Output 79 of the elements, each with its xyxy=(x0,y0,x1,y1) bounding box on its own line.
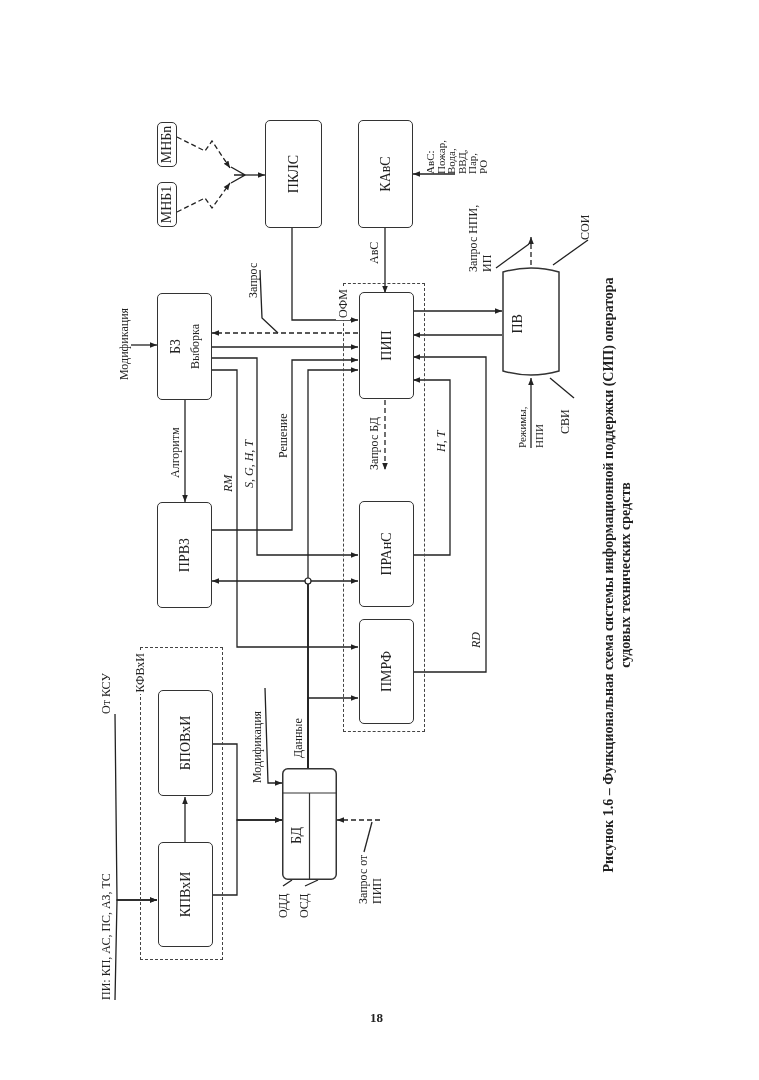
arrow xyxy=(528,236,534,266)
arrow xyxy=(211,369,359,650)
signal-label: АвС: Пожар, Вода, ВВД, Пар, РО xyxy=(425,140,489,174)
group-label: ОФМ xyxy=(336,287,350,320)
leader-line xyxy=(549,377,575,399)
process-box xyxy=(158,690,213,796)
arrow xyxy=(412,171,456,177)
signal-label: СВИ xyxy=(558,408,572,434)
arrow xyxy=(412,354,487,673)
arrow xyxy=(245,172,266,178)
leader-line xyxy=(259,269,279,334)
block-label: БД xyxy=(289,826,305,844)
process-box xyxy=(359,501,414,607)
process-box xyxy=(265,120,322,228)
block-label: ПИП xyxy=(378,330,395,361)
edge-label: Данные xyxy=(292,718,305,758)
block-label: ПКЛС xyxy=(285,154,302,194)
leader-line xyxy=(552,239,589,266)
radio-link-arrow xyxy=(176,182,231,213)
block-label: КПВхИ xyxy=(177,871,194,918)
edge-label: Запрос БД xyxy=(368,417,381,470)
edge-label: Решение xyxy=(277,413,290,458)
block-label: ПВ xyxy=(510,314,526,334)
edge-label: RM xyxy=(222,474,235,492)
edge-label: RD xyxy=(470,632,483,648)
signal-label: От КСУ xyxy=(99,672,113,714)
signal-label: ПИ: КП, АС, ПС, АЗ, ТС xyxy=(99,872,113,1000)
block-label: БПОВхИ xyxy=(177,715,194,771)
block-label: ПРВЗ xyxy=(176,537,193,573)
process-box xyxy=(359,619,414,724)
block-label: ПМРФ xyxy=(378,650,395,693)
radio-link-arrow xyxy=(176,136,231,169)
signal-label: СОИ xyxy=(578,213,592,240)
arrow xyxy=(182,796,188,844)
arrow xyxy=(412,332,503,338)
group-label: КФВхИ xyxy=(133,651,147,695)
arrow xyxy=(211,344,359,350)
arrow xyxy=(211,743,283,823)
arrow xyxy=(130,342,158,348)
arrow xyxy=(382,399,388,471)
arrow xyxy=(336,817,381,823)
edge-label: АвС xyxy=(368,241,381,264)
figure-caption: Рисунок 1.6 – Функциональная схема системы информационной поддержки (СИП) оператора судовых технических средств xyxy=(600,276,634,875)
edge-label: H, T xyxy=(435,430,448,452)
leader-line xyxy=(363,821,373,853)
signal-label: Запрос НПИ, ИП xyxy=(466,203,494,272)
block-sublabel: Выборка xyxy=(187,323,202,370)
arrow xyxy=(182,399,188,503)
edge-label: S, G, H, T xyxy=(243,440,256,488)
signal-label: Запрос от ПИП xyxy=(356,853,384,904)
process-box xyxy=(158,842,213,947)
arrow xyxy=(412,377,451,556)
block-label: МНБn xyxy=(159,125,175,164)
signal-label: ОДД xyxy=(276,892,290,918)
block-label: ПРАнС xyxy=(378,532,395,576)
leader-line xyxy=(304,879,319,887)
edge-label: Алгоритм xyxy=(169,427,182,478)
process-box xyxy=(157,502,212,608)
leader-line xyxy=(495,243,530,269)
arrow xyxy=(264,687,283,786)
block-label: МНБ1 xyxy=(159,185,175,224)
signal-label: Запрос xyxy=(246,261,260,298)
block-label: КАвС xyxy=(377,156,394,192)
arrow xyxy=(412,308,503,314)
arrow xyxy=(114,713,158,903)
process-box xyxy=(359,292,414,399)
arrow xyxy=(528,377,534,449)
arrow xyxy=(307,695,359,769)
block-label: БЗ xyxy=(167,338,184,355)
signal-label: Модификация xyxy=(117,306,131,380)
process-box xyxy=(358,120,413,228)
signal-label: Модификация xyxy=(250,709,264,783)
page-number: 18 xyxy=(370,1010,383,1026)
signal-label: Режимы, НПИ xyxy=(515,405,546,448)
process-box xyxy=(157,293,212,400)
signal-label: ОСД xyxy=(297,892,311,918)
arrow xyxy=(211,330,359,336)
arrow xyxy=(382,227,388,294)
arrow xyxy=(291,227,359,323)
